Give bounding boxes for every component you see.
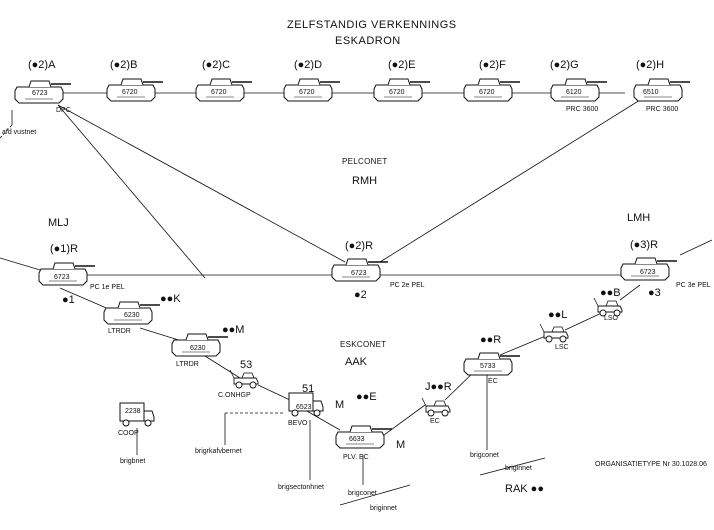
r3-tag: ●3 (648, 287, 661, 299)
m-left-sub: LTRDR (176, 361, 199, 368)
lmh-label: LMH (627, 212, 651, 224)
vehicle-e-call: (●2)E (388, 59, 416, 71)
vehicle-a-call: (●2)A (28, 59, 56, 71)
peloton-net-name: RMH (352, 175, 378, 187)
title-line-2: ESKADRON (335, 35, 401, 47)
c53-number: 53 (240, 359, 253, 371)
platoon-vehicles (38, 257, 678, 449)
s51-sub: BEVO (288, 420, 308, 427)
e-sub: PLV. EC (343, 454, 369, 461)
title-line-1: ZELFSTANDIG VERKENNINGS (287, 19, 457, 31)
l-sub: LSC (555, 344, 569, 351)
r3-sub: PC 3e PEL (676, 282, 711, 289)
m-left-call: ●●M (222, 324, 245, 336)
vehicle-b-code: 6720 (122, 89, 138, 96)
top-row-vehicles (14, 78, 691, 104)
rak-label: RAK ●● (505, 483, 544, 495)
k-sub: LTRDR (108, 328, 131, 335)
peloton-net-label: PELCONET (342, 157, 388, 166)
eskadron-net-name: AAK (345, 356, 368, 368)
vehicle-b-call: (●2)B (110, 59, 138, 71)
b-sub: LSO (604, 315, 619, 322)
r-right-call: ●●R (480, 334, 502, 346)
vehicle-c-code: 6720 (211, 89, 227, 96)
r1-sub: PC 1e PEL (90, 284, 125, 291)
vehicle-a-sub: DPC (56, 107, 71, 114)
organisation-type: ORGANISATIETYPE Nr 30.1028.06 (595, 461, 707, 468)
net-briginnet: briginnet (370, 505, 397, 512)
m-left-code: 6230 (190, 345, 206, 352)
vehicle-f-code: 6720 (479, 89, 495, 96)
c53-sub: C.ONHGP (218, 392, 251, 399)
r3-code: 6723 (640, 269, 656, 276)
e-code: 6633 (349, 436, 365, 443)
r-right-sub: EC (488, 378, 498, 385)
coop-sub: COOP (118, 430, 139, 437)
r2-sub: PC 2e PEL (390, 282, 425, 289)
b-call: ●●B (600, 287, 621, 299)
vehicle-e-code: 6720 (389, 89, 405, 96)
r2-call: (●2)R (345, 240, 374, 252)
net-brigsectonhnet: brigsectonhnet (278, 484, 324, 491)
afd-vustnet-label: afd vustnet (2, 129, 37, 136)
r-right-code: 5733 (480, 363, 496, 370)
l-call: ●●L (548, 309, 568, 321)
vehicle-c-call: (●2)C (202, 59, 231, 71)
net-brigconet: brigconet (348, 490, 377, 497)
net-brigbnet: brigbnet (120, 458, 146, 465)
r1-call: (●1)R (50, 243, 79, 255)
mlj-label: MLJ (48, 217, 69, 229)
vehicle-d-code: 6720 (299, 89, 315, 96)
s51-number: 51 (302, 383, 315, 395)
coop-code: 2238 (125, 408, 141, 415)
s51-tag: M (335, 399, 345, 411)
net-brigconet-right: brigconet (470, 452, 499, 459)
e-tag: M (396, 439, 406, 451)
j-call: J●●R (425, 381, 452, 393)
k-code: 6230 (124, 312, 140, 319)
s51-code: 6523 (296, 404, 312, 411)
k-call: ●●K (160, 293, 181, 305)
vehicle-h-code: 6510 (643, 89, 659, 96)
j-sub: EC (430, 418, 440, 425)
vehicle-d-call: (●2)D (294, 59, 323, 71)
vehicle-f-call: (●2)F (479, 59, 506, 71)
vehicle-g-sub: PRC 3600 (566, 106, 599, 113)
vehicle-g-code: 6120 (566, 89, 582, 96)
vehicle-a-code: 6723 (32, 90, 48, 97)
e-call: ●●E (356, 391, 377, 403)
r1-tag: ●1 (62, 294, 75, 306)
r3-call: (●3)R (630, 239, 659, 251)
net-briginnet-right: briginnet (505, 465, 532, 472)
vehicle-h-sub: PRC 3600 (646, 106, 679, 113)
r2-code: 6723 (351, 270, 367, 277)
r1-code: 6723 (54, 274, 70, 281)
vehicle-g-call: (●2)G (550, 59, 579, 71)
net-brigrkafvbernet: brigrkafvbernet (195, 448, 242, 455)
vehicle-h-call: (●2)H (636, 59, 665, 71)
r2-tag: ●2 (354, 289, 367, 301)
eskadron-net-label: ESKCONET (340, 340, 387, 349)
